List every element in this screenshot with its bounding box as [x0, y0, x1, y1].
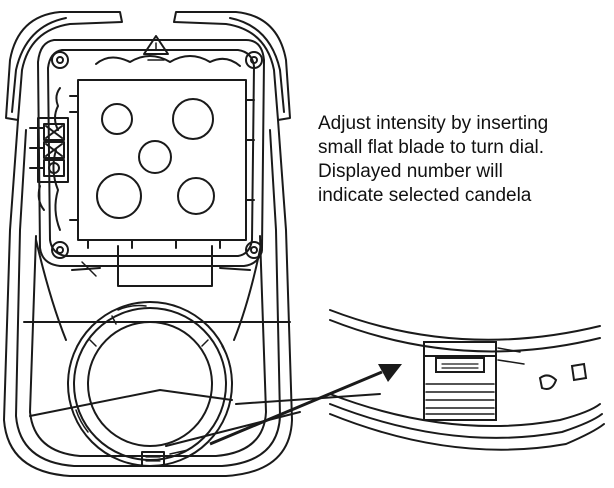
leader-line-upper [29, 389, 233, 417]
pointer-arrow [209, 364, 402, 446]
instruction-text: Adjust intensity by inserting small flat… [318, 112, 614, 208]
leader-line-dial [165, 411, 301, 447]
lower-bracket [71, 245, 251, 287]
corner-screws [51, 51, 263, 259]
strobe-lens-ring [67, 301, 233, 467]
instruction-line-1: Adjust intensity by inserting [318, 113, 549, 134]
warning-triangle-icon [143, 35, 169, 61]
terminal-block [29, 117, 69, 211]
dial-closeup-inset [329, 309, 605, 451]
diagonal-rib-left [35, 239, 67, 341]
instruction-line-3: Displayed number will [318, 161, 503, 182]
diagonal-rib-right [233, 239, 263, 341]
candela-dial-wheel [423, 341, 497, 421]
instruction-line-4: indicate selected candela [318, 185, 532, 206]
circuit-board [69, 79, 255, 249]
instruction-line-2: small flat blade to turn dial. [318, 137, 545, 158]
leader-line-lower [235, 393, 381, 405]
